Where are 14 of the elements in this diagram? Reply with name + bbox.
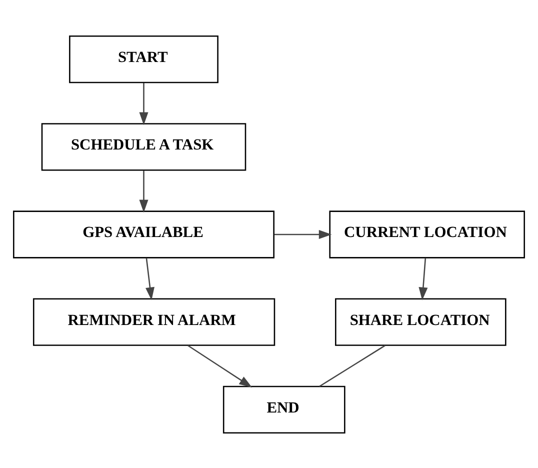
node-box: END bbox=[222, 385, 346, 433]
node-box: SCHEDULE A TASK bbox=[41, 122, 246, 170]
node-box: GPS AVAILABLE bbox=[13, 210, 274, 258]
arrow bbox=[418, 258, 428, 300]
arrow bbox=[146, 258, 154, 300]
node-box: CURRENT LOCATION bbox=[329, 210, 525, 258]
node-box: START bbox=[69, 35, 218, 83]
arrow bbox=[274, 229, 332, 239]
arrow bbox=[139, 170, 148, 212]
arrow bbox=[139, 82, 148, 125]
arrow bbox=[188, 344, 252, 387]
node-box: REMINDER IN ALARM bbox=[32, 298, 276, 346]
connector bbox=[319, 344, 386, 386]
node-box: SHARE LOCATION bbox=[335, 298, 506, 346]
